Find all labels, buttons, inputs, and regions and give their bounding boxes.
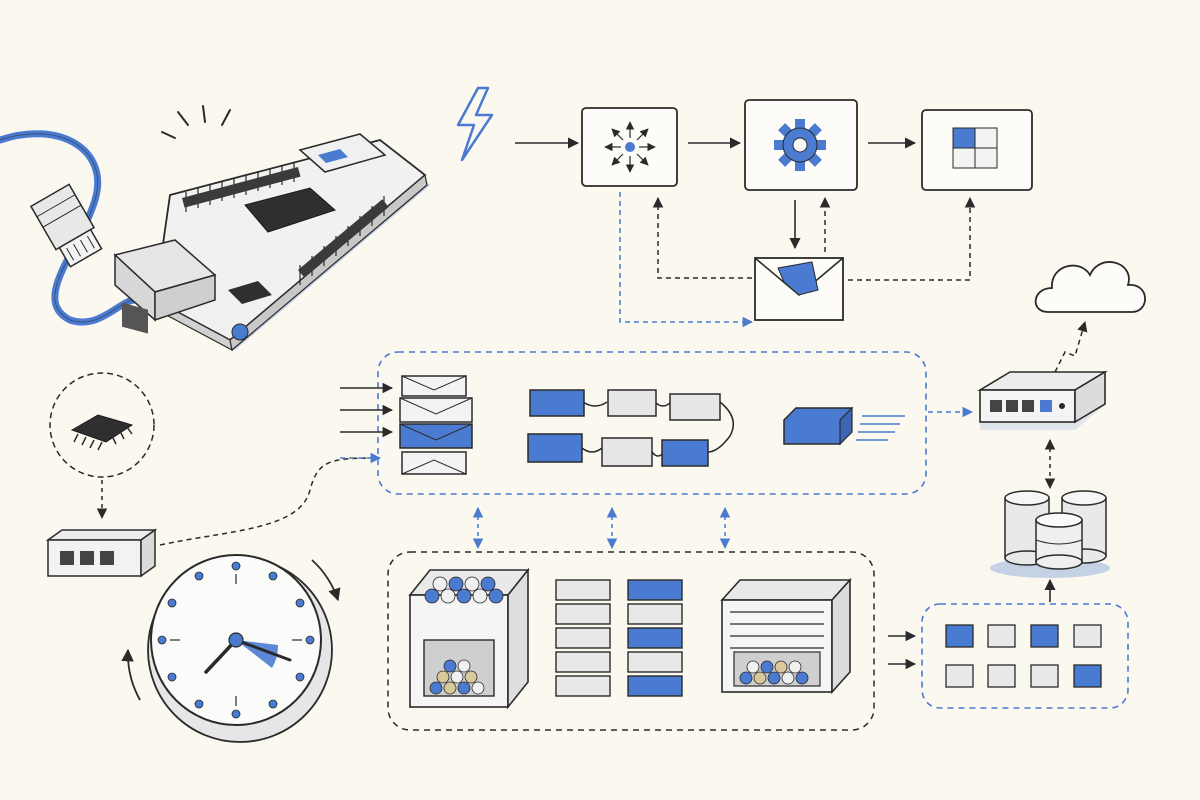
packet-icon <box>783 406 905 446</box>
network-switch-icon <box>45 528 158 578</box>
ethernet-cable-icon <box>0 130 139 326</box>
envelope-icon <box>754 257 844 321</box>
gear-icon <box>744 99 858 191</box>
lightning-icon <box>456 86 494 162</box>
microcontroller-board-icon <box>113 105 430 352</box>
router-icon <box>977 370 1108 430</box>
database-icon <box>990 490 1110 578</box>
buffer-chain-icon <box>527 389 735 467</box>
chip-icon <box>70 414 134 451</box>
grid-icon <box>921 109 1033 191</box>
storage-bin-icon <box>408 567 530 710</box>
node-icon <box>581 107 678 187</box>
message-queue-icon <box>399 375 473 475</box>
cell-grid-icon <box>945 624 1102 688</box>
clock-icon <box>121 554 341 743</box>
cloud-icon <box>1034 261 1146 313</box>
crate-icon <box>720 577 852 695</box>
stack-icon <box>555 579 683 697</box>
